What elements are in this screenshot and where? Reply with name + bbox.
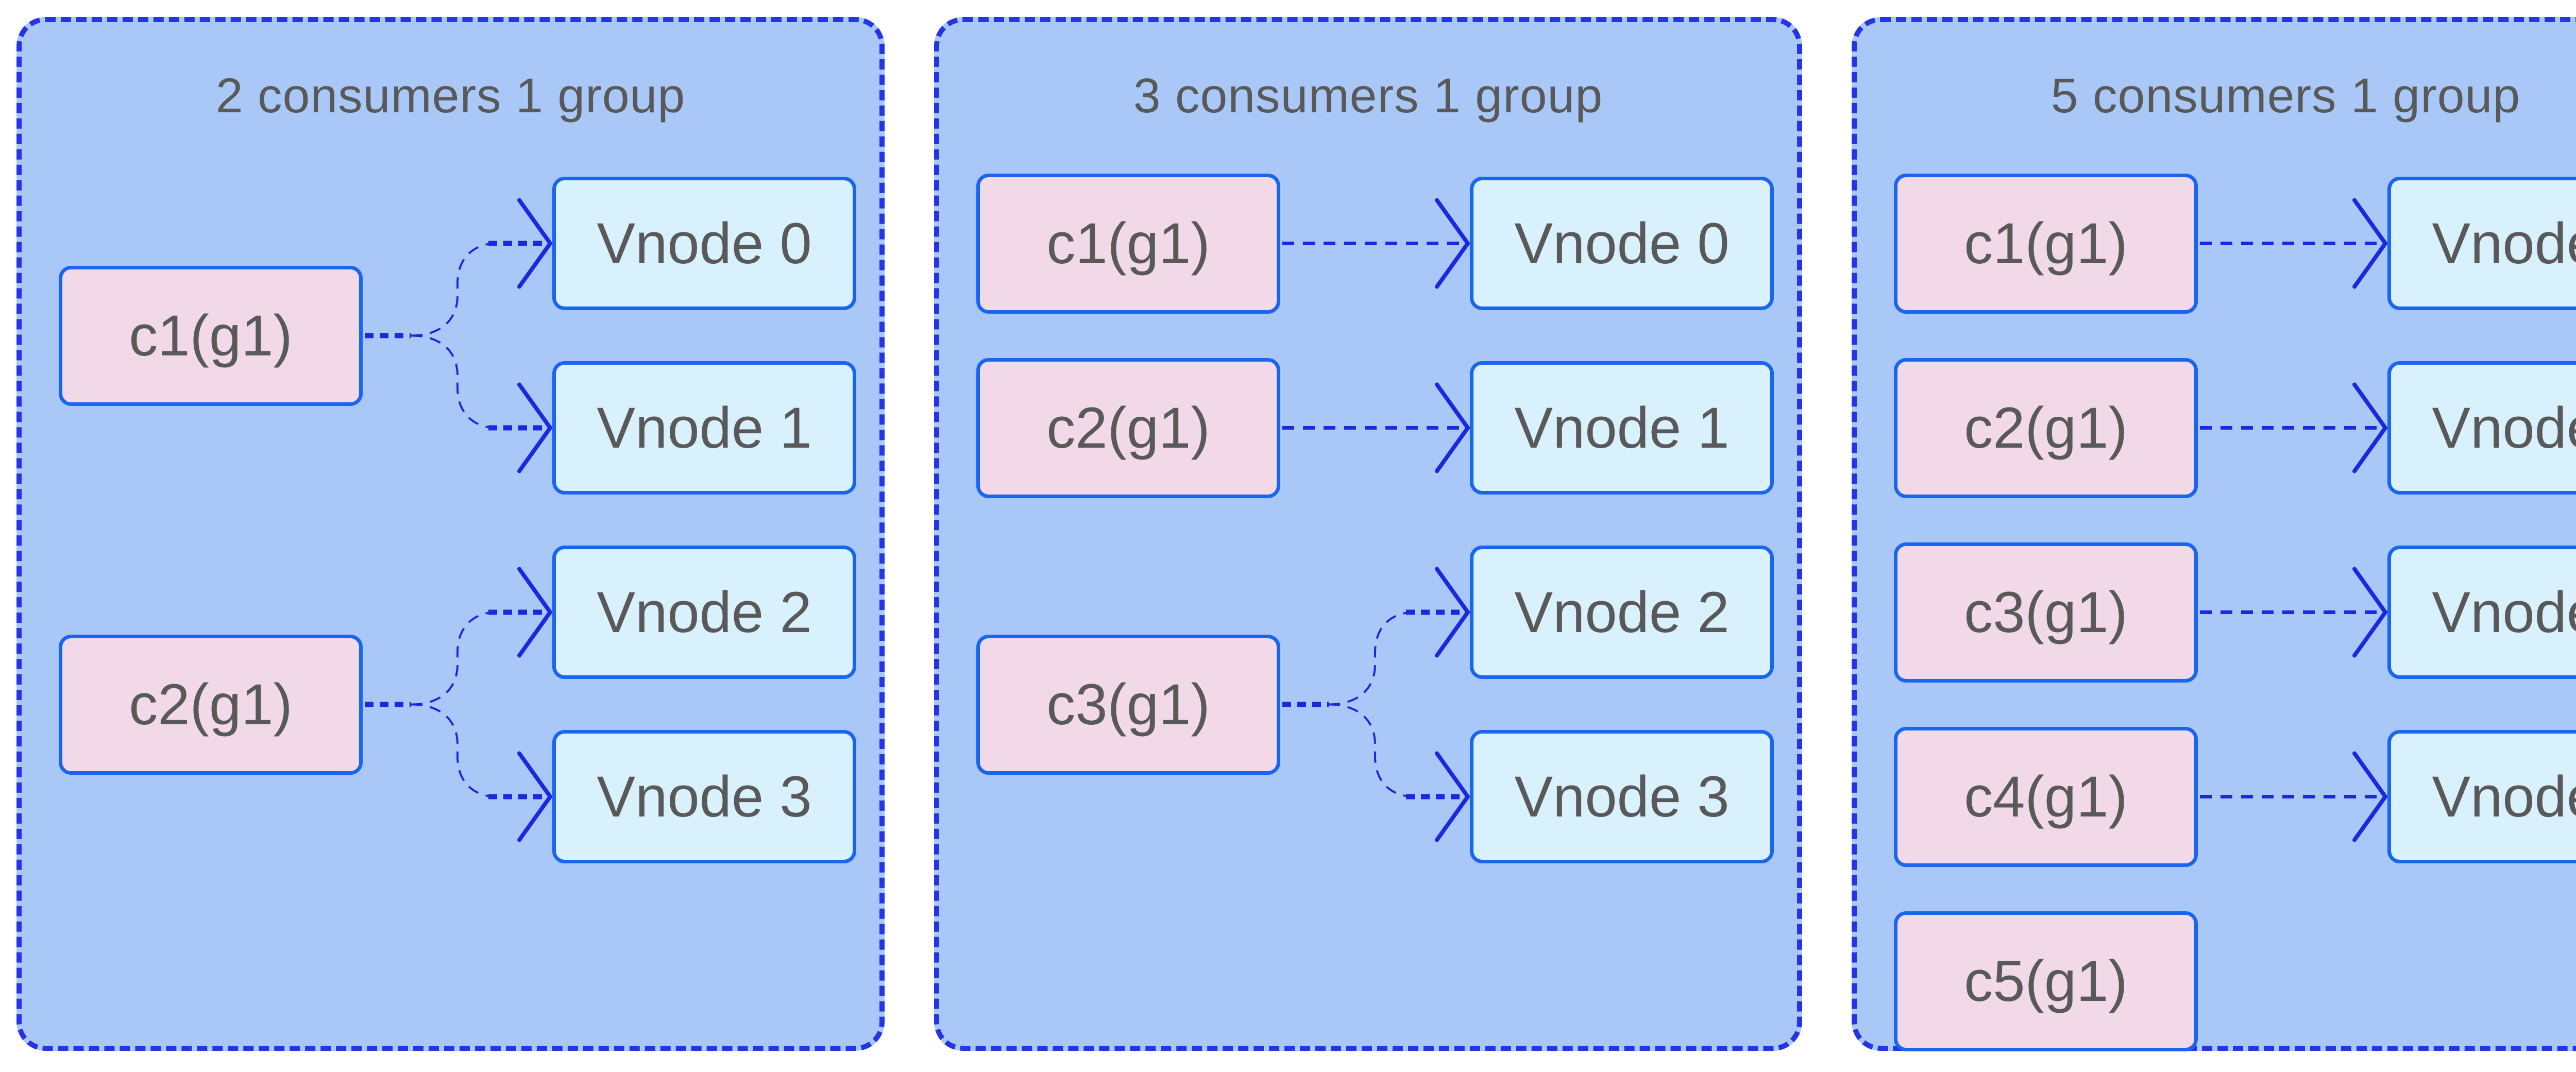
arrowhead-chevron-icon xyxy=(517,382,553,473)
arrowhead-chevron-icon xyxy=(517,567,553,658)
arrowhead-chevron-icon xyxy=(1435,198,1470,289)
consumer-box: c1(g1) xyxy=(976,173,1280,314)
arrowhead-chevron-icon xyxy=(1435,751,1470,842)
vnode-box: Vnode 0 xyxy=(2387,177,2576,310)
vnode-box: Vnode 2 xyxy=(552,546,856,679)
vnode-box: Vnode 0 xyxy=(552,177,856,310)
connector-edge xyxy=(1328,703,1415,798)
consumer-box: c2(g1) xyxy=(976,358,1280,498)
connector-edge xyxy=(411,703,497,798)
connector-edge xyxy=(411,242,497,337)
consumer-box: c2(g1) xyxy=(59,634,363,775)
arrowhead-chevron-icon xyxy=(2352,382,2388,473)
vnode-box: Vnode 3 xyxy=(1470,730,1774,863)
vnode-box: Vnode 2 xyxy=(2387,546,2576,679)
arrowhead-chevron-icon xyxy=(2352,567,2388,658)
arrowhead-chevron-icon xyxy=(2352,198,2388,289)
vnode-box: Vnode 1 xyxy=(1470,361,1774,495)
panel-title: 3 consumers 1 group xyxy=(1133,69,1603,123)
arrowhead-chevron-icon xyxy=(2352,751,2388,842)
consumer-box: c3(g1) xyxy=(1894,542,2198,683)
vnode-box: Vnode 3 xyxy=(552,730,856,863)
consumer-box: c1(g1) xyxy=(1894,173,2198,314)
vnode-box: Vnode 2 xyxy=(1470,546,1774,679)
connector-edge xyxy=(411,334,497,429)
vnode-box: Vnode 1 xyxy=(552,361,856,495)
connector-edge xyxy=(1328,611,1415,706)
consumer-box: c2(g1) xyxy=(1894,358,2198,498)
panel-title: 2 consumers 1 group xyxy=(215,69,686,123)
arrowhead-chevron-icon xyxy=(1435,567,1470,658)
vnode-box: Vnode 1 xyxy=(2387,361,2576,495)
vnode-box: Vnode 3 xyxy=(2387,730,2576,863)
consumer-box: c3(g1) xyxy=(976,634,1280,775)
arrowhead-chevron-icon xyxy=(517,751,553,842)
vnode-box: Vnode 0 xyxy=(1470,177,1774,310)
arrowhead-chevron-icon xyxy=(1435,382,1470,473)
consumer-box: c5(g1) xyxy=(1894,911,2198,1051)
connector-edge xyxy=(411,611,497,706)
consumer-box: c4(g1) xyxy=(1894,726,2198,867)
panel-title: 5 consumers 1 group xyxy=(2050,69,2521,123)
consumer-box: c1(g1) xyxy=(59,265,363,406)
arrowhead-chevron-icon xyxy=(517,198,553,289)
